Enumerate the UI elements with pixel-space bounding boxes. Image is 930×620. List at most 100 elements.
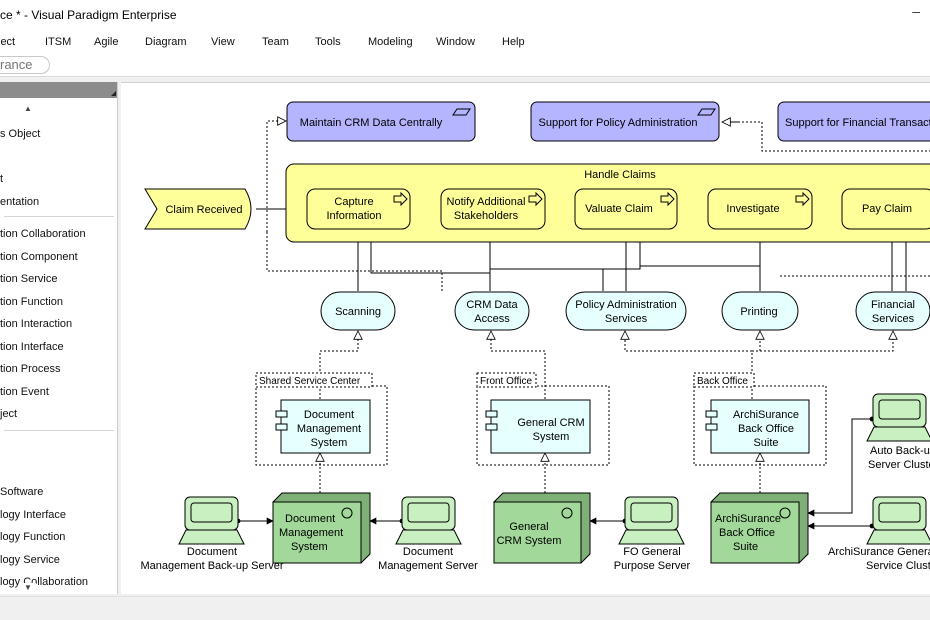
step-valuate-claim[interactable]: Valuate Claim: [574, 188, 678, 230]
goal-maintain-crm[interactable]: Maintain CRM Data Centrally: [286, 101, 476, 142]
goal-support-policy[interactable]: Support for Policy Administration: [530, 101, 720, 142]
device-label: Management Back-up Server: [140, 560, 283, 572]
palette-item[interactable]: logy Interface: [0, 509, 67, 521]
goal-icon: [697, 108, 716, 116]
device-base: [395, 529, 462, 545]
menu-help[interactable]: Help: [502, 36, 525, 48]
node-box: [272, 501, 362, 564]
device-fo-general-server[interactable]: FO General Purpose Server: [614, 496, 691, 572]
event-claim-received[interactable]: Claim Received: [144, 188, 252, 230]
step-capture-information[interactable]: Capture Information: [306, 188, 411, 230]
component-icon: [485, 410, 498, 418]
device-general-service-cluster[interactable]: ArchiSurance General Service Cluster: [828, 496, 930, 572]
window-title: ce * - Visual Paradigm Enterprise: [0, 8, 177, 22]
palette-item[interactable]: logy Service: [0, 554, 60, 566]
component-box: [280, 399, 371, 454]
node-archisurance-back-office[interactable]: ArchiSurance Back Office Suite: [710, 492, 809, 564]
component-label: General CRM: [517, 417, 584, 429]
service-scanning[interactable]: Scanning: [320, 291, 396, 331]
device-doc-backup-server[interactable]: Document Management Back-up Server: [140, 496, 284, 572]
palette-divider: [4, 216, 114, 217]
menu-window[interactable]: Window: [436, 36, 476, 48]
step-investigate[interactable]: Investigate: [707, 188, 813, 230]
palette-corner-icon: [111, 91, 116, 96]
service-label: Services: [872, 313, 915, 325]
service-crm-data-access[interactable]: CRM Data Access: [454, 291, 530, 331]
device-label: Server Cluster: [868, 459, 930, 471]
device-label: Document: [187, 546, 237, 558]
node-label: Back Office: [719, 527, 775, 539]
component-general-crm[interactable]: General CRM System: [485, 399, 591, 454]
palette-item[interactable]: tion Interface: [0, 341, 64, 353]
minimize-button[interactable]: –: [912, 3, 920, 19]
palette-item[interactable]: t: [0, 173, 4, 185]
scroll-up-icon[interactable]: ▲: [24, 104, 32, 113]
palette-item[interactable]: entation: [0, 196, 40, 208]
group-front-office[interactable]: Front Office: [476, 372, 610, 466]
node-label: System: [291, 541, 328, 553]
diagram-canvas[interactable]: Maintain CRM Data Centrally Support for …: [121, 82, 930, 594]
group-tab: [693, 372, 755, 388]
palette-item[interactable]: tion Service: [0, 273, 58, 285]
component-label: ArchiSurance: [733, 409, 799, 421]
scroll-down-icon[interactable]: ▼: [20, 583, 36, 592]
menu-itsm[interactable]: ITSM: [45, 36, 72, 48]
device-base: [866, 426, 930, 442]
serving-arrow: [490, 268, 604, 291]
palette-item[interactable]: Software: [0, 486, 44, 498]
palette-item[interactable]: logy Function: [0, 531, 66, 543]
component-label: Back Office: [738, 423, 794, 435]
node-document-management[interactable]: Document Management System: [272, 492, 371, 564]
device-label: Service Cluster: [866, 560, 930, 572]
group-back-office[interactable]: Back Office: [693, 372, 827, 466]
menu-tools[interactable]: Tools: [315, 36, 341, 48]
palette-item[interactable]: tion Function: [0, 296, 63, 308]
component-document-management[interactable]: Document Management System: [275, 399, 371, 454]
node-general-crm[interactable]: General CRM System: [493, 492, 591, 564]
device-auto-backup-cluster[interactable]: Auto Back-up Server Cluster: [866, 393, 930, 471]
palette-header[interactable]: [0, 82, 117, 98]
service-label: Services: [605, 313, 648, 325]
palette-item[interactable]: tion Interaction: [0, 318, 73, 330]
service-financial[interactable]: Financial Services: [855, 291, 930, 331]
service-label: Policy Administration: [575, 299, 677, 311]
menu-agile[interactable]: Agile: [94, 36, 119, 48]
process-arrow-icon: [393, 191, 408, 207]
palette-item[interactable]: tion Collaboration: [0, 228, 86, 240]
palette-item[interactable]: logy Collaboration: [0, 576, 89, 588]
node-label: Suite: [733, 541, 758, 553]
goal-financial-transactions[interactable]: Support for Financial Transaction: [777, 101, 930, 142]
step-notify-stakeholders[interactable]: Notify Additional Stakeholders: [440, 188, 546, 230]
menu-project[interactable]: ject: [0, 36, 16, 48]
step-label: Notify Additional: [447, 196, 526, 208]
device-doc-management-server[interactable]: Document Management Server: [378, 496, 478, 572]
component-archisurance-back-office[interactable]: ArchiSurance Back Office Suite: [705, 399, 810, 454]
breadcrumb[interactable]: rance: [0, 56, 50, 74]
group-shared-service-center[interactable]: Shared Service Center: [255, 372, 388, 466]
goal-box: [286, 101, 476, 142]
node-label: Management: [279, 527, 343, 539]
device-icon: [878, 502, 921, 523]
menu-team[interactable]: Team: [262, 36, 289, 48]
menu-modeling[interactable]: Modeling: [368, 36, 413, 48]
palette-item[interactable]: tion Event: [0, 386, 49, 398]
palette-item[interactable]: tion Process: [0, 363, 61, 375]
service-shape: [855, 291, 930, 331]
device-base: [178, 529, 245, 545]
palette-item[interactable]: ject: [0, 408, 18, 420]
device-label: Document: [403, 546, 453, 558]
step-label: Stakeholders: [454, 210, 519, 222]
step-box: [306, 188, 411, 230]
process-arrow-icon: [795, 191, 810, 207]
menu-view[interactable]: View: [211, 36, 235, 48]
node-icon: [779, 507, 791, 519]
palette-item[interactable]: tion Component: [0, 251, 78, 263]
step-pay-claim[interactable]: Pay Claim: [841, 188, 930, 230]
service-printing[interactable]: Printing: [721, 291, 799, 331]
realization-line: [266, 121, 286, 232]
service-policy-administration[interactable]: Policy Administration Services: [565, 291, 687, 331]
component-label: System: [533, 431, 570, 443]
node-box: [710, 501, 800, 564]
palette-item[interactable]: s Object: [0, 128, 41, 140]
menu-diagram[interactable]: Diagram: [145, 36, 187, 48]
